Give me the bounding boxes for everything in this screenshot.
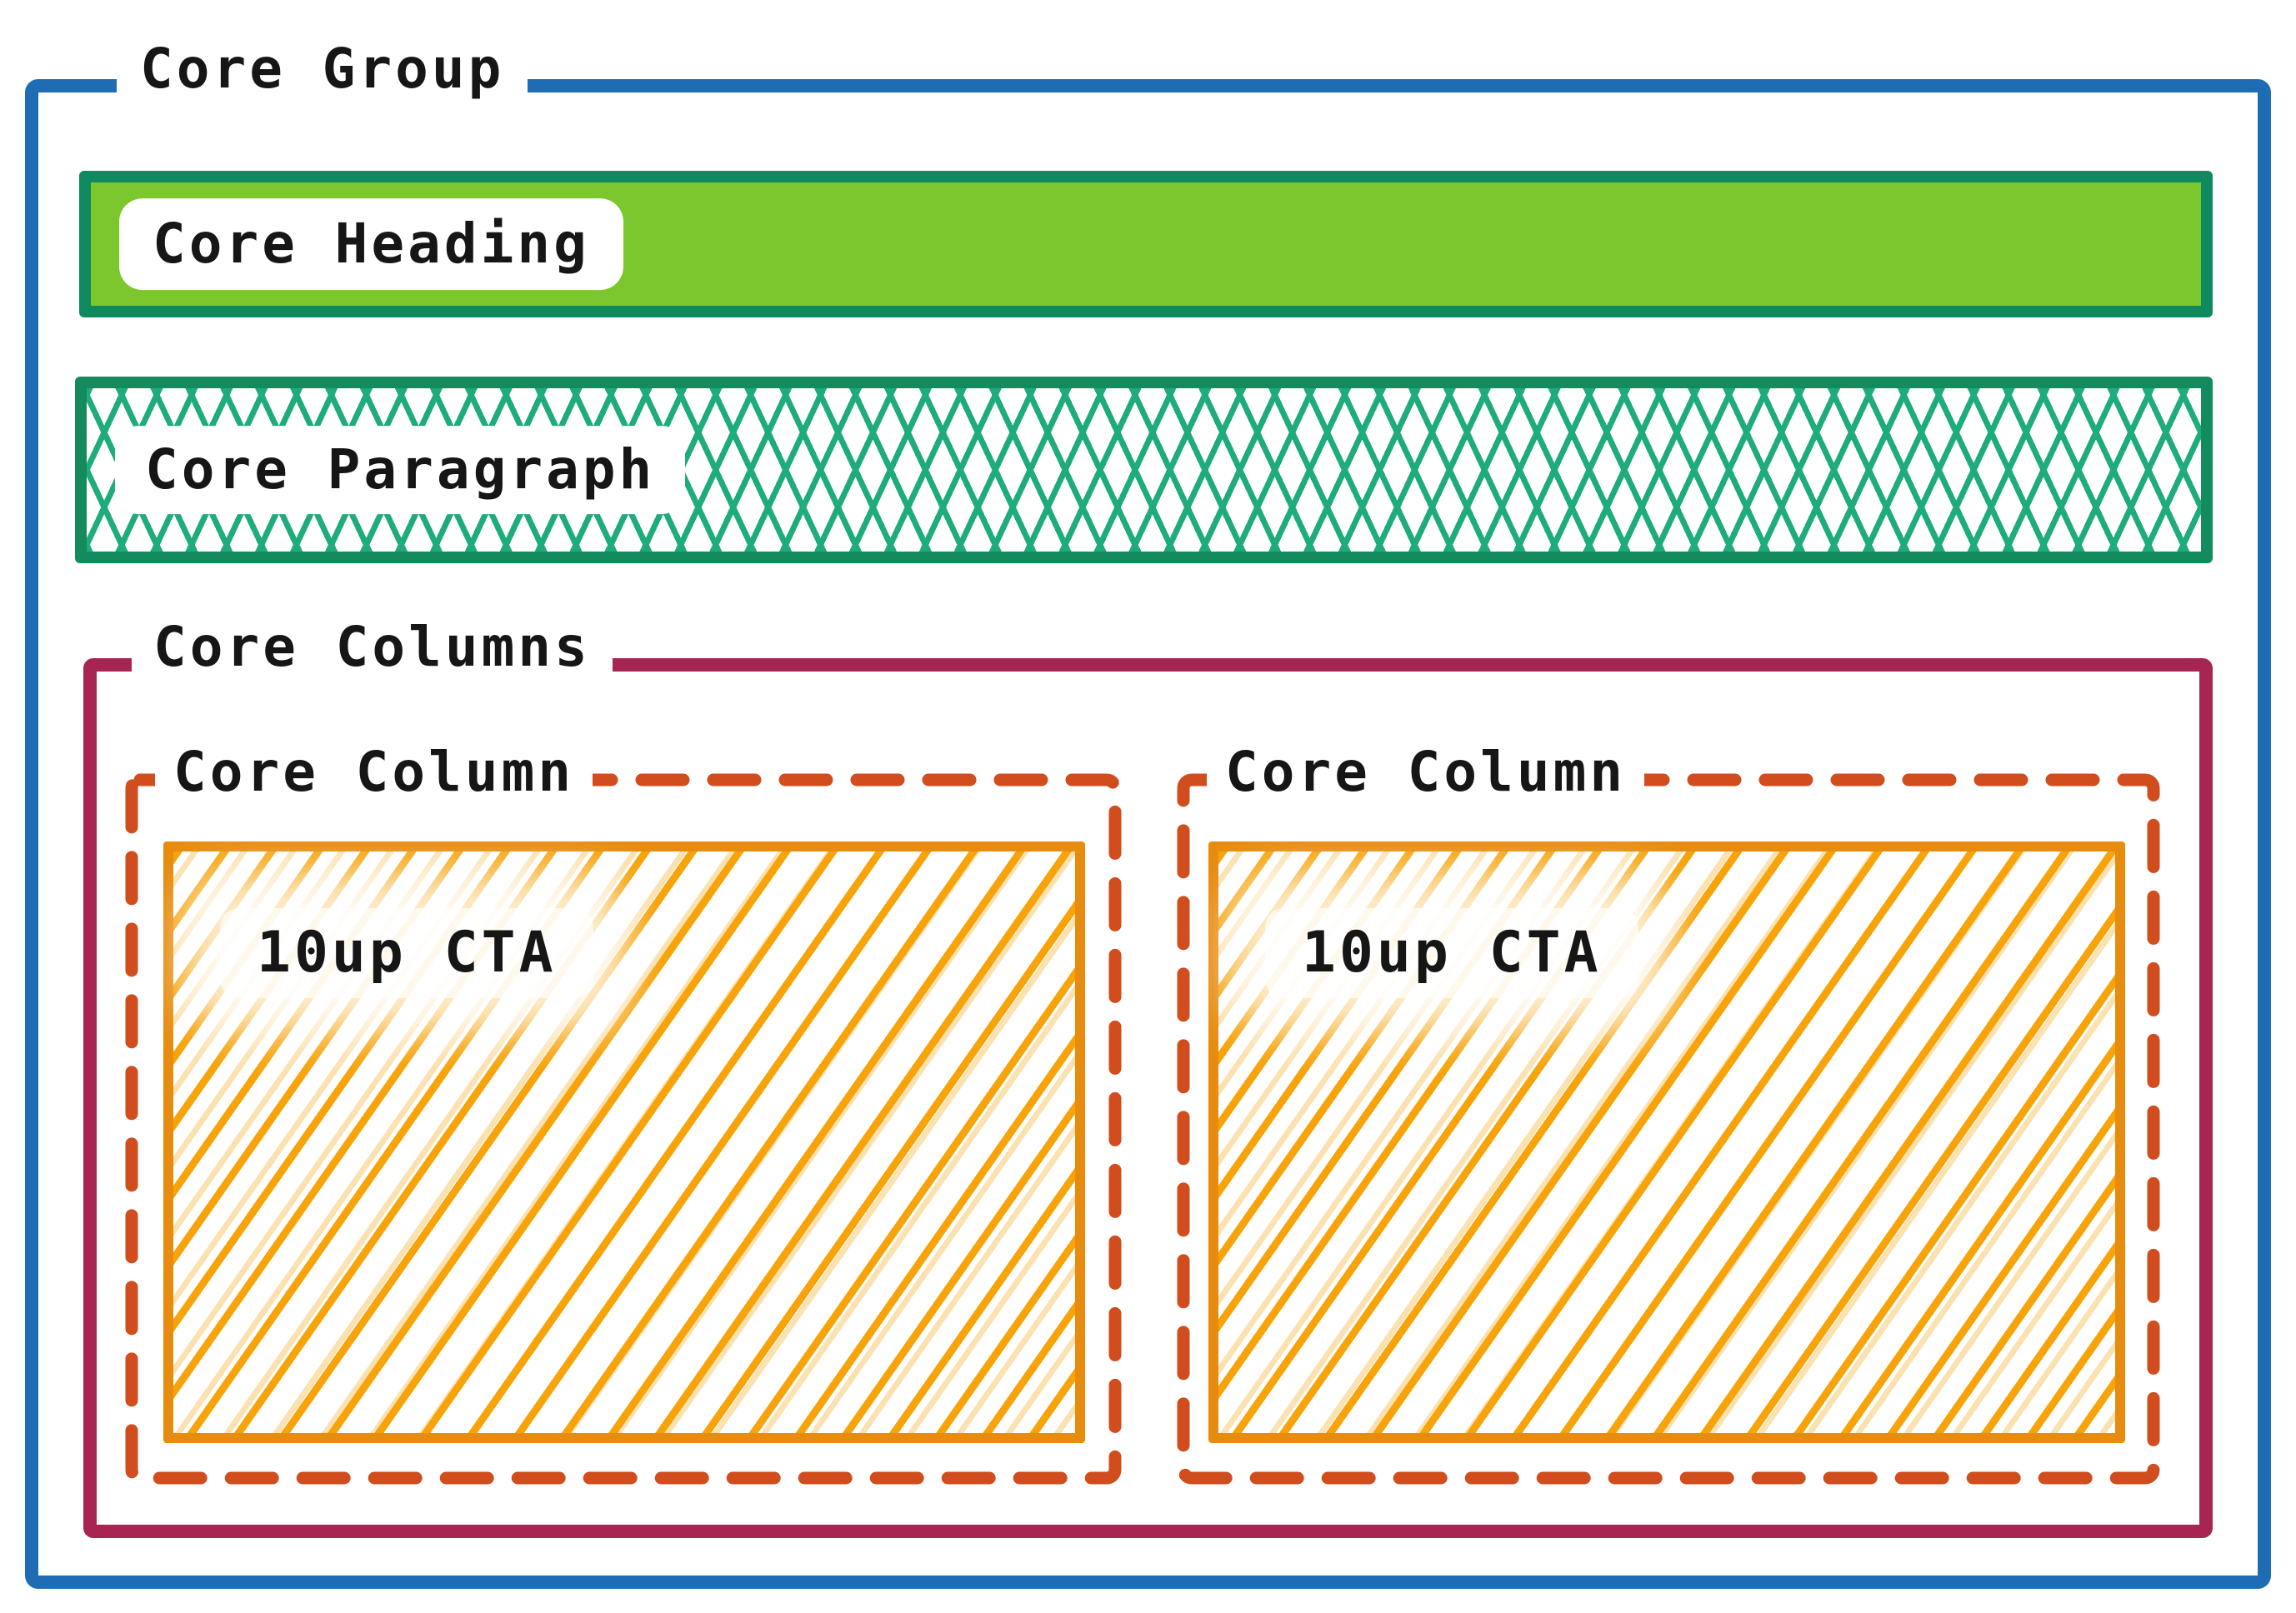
core-heading-block: Core Heading [79,171,2213,317]
core-paragraph-label: Core Paragraph [115,426,686,514]
core-columns-label: Core Columns [132,610,613,685]
core-heading-label: Core Heading [119,198,623,290]
cta-block-2: 10up CTA [1208,841,2125,1443]
core-column-label-2: Core Column [1207,737,1645,808]
cta-label-1: 10up CTA [220,908,593,999]
cta-block-1: 10up CTA [163,841,1085,1443]
core-column-label-1: Core Column [155,737,593,808]
core-group-label: Core Group [117,30,528,108]
core-column-box-2: Core Column 10up CTA [1177,737,2160,1485]
core-group-box [25,79,2271,1589]
core-paragraph-block: Core Paragraph [75,377,2213,563]
core-column-dashed-border-2 [1177,773,2160,1485]
core-column-dashed-border-1 [125,773,1122,1485]
core-column-box-1: Core Column 10up CTA [125,737,1122,1485]
core-columns-box [83,658,2213,1538]
cta-label-2: 10up CTA [1265,908,1638,999]
